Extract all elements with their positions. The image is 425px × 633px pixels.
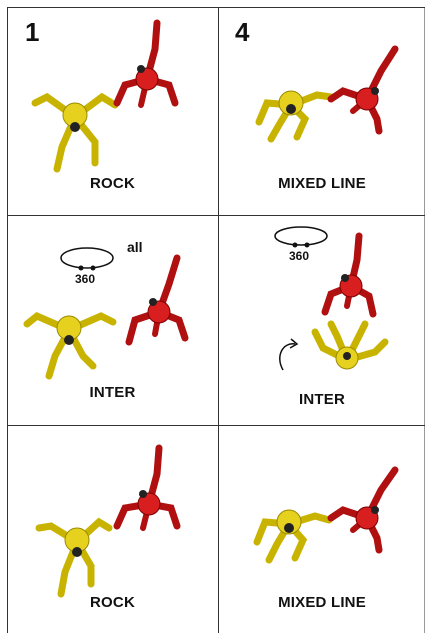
panel-number: 4 bbox=[235, 17, 250, 47]
panel-caption: MIXED LINE bbox=[278, 175, 366, 192]
red-figure bbox=[113, 19, 179, 108]
rotation-icon bbox=[274, 226, 328, 248]
yellow-figure bbox=[23, 311, 117, 380]
panel-2: 4 MIXED LINE bbox=[219, 7, 425, 215]
rotation-label: 360 bbox=[289, 249, 310, 263]
red-figure bbox=[321, 232, 377, 318]
panel-1: 1 ROCK bbox=[7, 7, 218, 215]
red-figure bbox=[327, 45, 399, 135]
panel-3: 360 all INTER bbox=[7, 216, 218, 425]
rotation-icon bbox=[60, 247, 114, 271]
yellow-figure bbox=[311, 320, 389, 370]
red-figure bbox=[125, 254, 189, 346]
panel-caption: ROCK bbox=[90, 175, 135, 192]
yellow-figure bbox=[255, 90, 335, 143]
figure-grid: 1 ROCK 4 bbox=[7, 7, 425, 633]
yellow-figure bbox=[31, 92, 119, 173]
rotation-label: 360 bbox=[75, 272, 96, 286]
panel-number: 1 bbox=[25, 17, 40, 47]
rotation-scope-label: all bbox=[127, 239, 143, 255]
red-figure bbox=[327, 466, 399, 554]
panel-4: 360 INTER bbox=[219, 216, 425, 425]
panel-caption: ROCK bbox=[90, 594, 135, 611]
red-figure bbox=[113, 444, 181, 531]
panel-6: MIXED LINE bbox=[219, 426, 425, 633]
yellow-figure bbox=[253, 509, 333, 564]
grid-lines bbox=[7, 7, 425, 633]
curved-arrow-icon bbox=[279, 338, 299, 371]
panel-5: ROCK bbox=[7, 426, 218, 633]
panel-caption: INTER bbox=[89, 384, 136, 401]
panel-caption: MIXED LINE bbox=[278, 594, 366, 611]
panel-caption: INTER bbox=[299, 391, 345, 408]
yellow-figure bbox=[35, 517, 113, 598]
